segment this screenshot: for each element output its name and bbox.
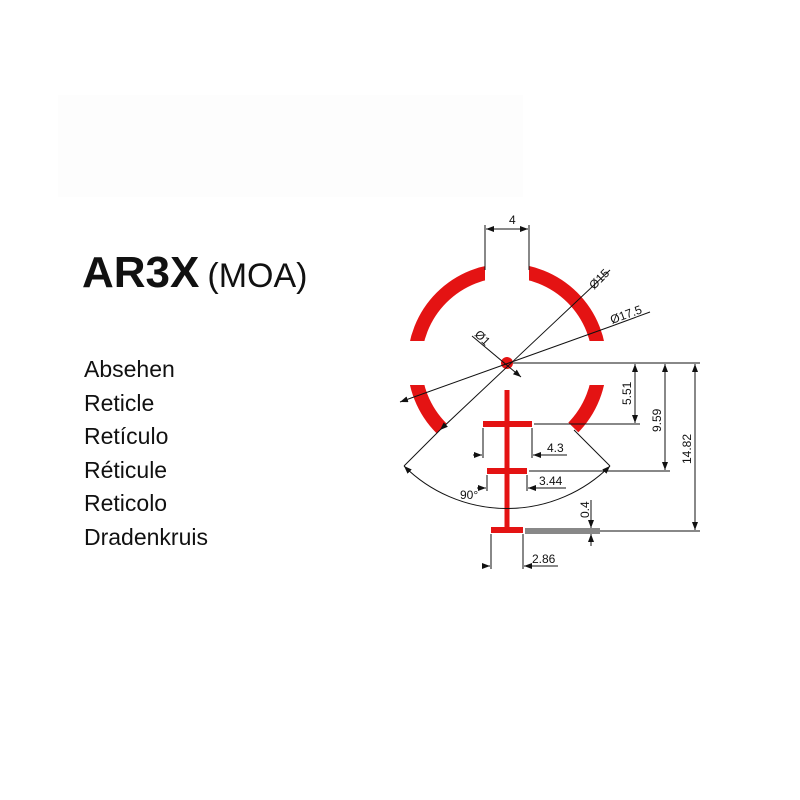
hold-bar-2: [487, 468, 527, 474]
dim-diameter-1: Ø1: [471, 327, 522, 378]
svg-text:5.51: 5.51: [620, 381, 634, 405]
svg-text:90°: 90°: [460, 488, 478, 502]
reticle-stem: [483, 390, 532, 533]
svg-text:3.44: 3.44: [539, 474, 563, 488]
svg-text:0.4: 0.4: [578, 501, 592, 518]
svg-text:9.59: 9.59: [650, 408, 664, 432]
unit-label: (MOA): [207, 257, 308, 295]
svg-text:Ø17.5: Ø17.5: [608, 302, 644, 326]
product-title: AR3X(MOA): [82, 248, 307, 298]
svg-text:Ø1: Ø1: [472, 327, 493, 348]
lang-de: Absehen: [84, 356, 175, 382]
hold-bar-3: [491, 527, 523, 533]
dim-angle-90: 90°: [403, 429, 611, 509]
svg-text:4: 4: [509, 213, 516, 227]
center-dot: [501, 357, 513, 369]
svg-text:14.82: 14.82: [680, 434, 694, 464]
svg-text:4.3: 4.3: [547, 441, 564, 455]
svg-text:2.86: 2.86: [532, 552, 556, 566]
lang-nl: Dradenkruis: [84, 523, 208, 550]
lang-fr: Réticule: [84, 456, 168, 483]
dim-bar-widths: 4.3 3.44 2.86: [473, 428, 567, 569]
dim-drops: 5.51 9.59 14.82: [513, 362, 700, 532]
dim-diameter-17-5: Ø17.5: [399, 302, 651, 403]
dim-gap-width: 4: [484, 213, 530, 270]
lang-en: Reticle: [84, 389, 155, 416]
dim-bar-thickness: 0.4: [525, 500, 600, 546]
lang-es: Retículo: [84, 423, 169, 449]
lang-it: Reticolo: [84, 490, 168, 516]
model-name: AR3X: [82, 248, 200, 297]
background-panel: [58, 95, 523, 197]
hold-bar-1: [483, 421, 532, 427]
reticle-translations: Absehen Reticle Retículo Réticule Retico…: [84, 353, 208, 554]
